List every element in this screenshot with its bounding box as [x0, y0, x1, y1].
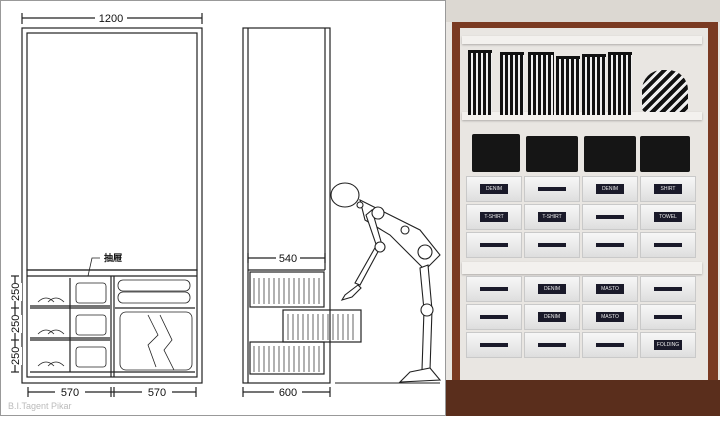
- striped-bag: [642, 70, 688, 112]
- drawer: MASTO: [582, 304, 638, 330]
- striped-bag: [468, 50, 492, 115]
- drawer: T-SHIRT: [524, 204, 580, 230]
- striped-bag: [500, 52, 524, 115]
- wardrobe-photo: DENIM DENIM SHIRT T-SHIRT T-SHIRT TOWEL DENIM…: [446, 0, 720, 416]
- drawer-label: [538, 187, 566, 191]
- drawer-height-2: 250: [10, 315, 22, 333]
- human-figure-icon: [330, 182, 442, 383]
- inner-depth-label: 540: [279, 253, 297, 265]
- drawer: DENIM: [524, 276, 580, 302]
- drawer-label: [654, 287, 682, 291]
- drawer-label: SHIRT: [654, 184, 682, 194]
- drawer-label: [480, 243, 508, 247]
- striped-bag: [608, 52, 632, 115]
- drawer-grid-lower: DENIM MASTO DENIM MASTO FOLDING: [466, 276, 696, 358]
- striped-bag: [582, 54, 606, 115]
- drawer: TOWEL: [640, 204, 696, 230]
- storage-bin: [472, 134, 520, 172]
- drawer-label: DENIM: [480, 184, 508, 194]
- drawer-label: MASTO: [596, 312, 624, 322]
- drawer-label: [480, 343, 508, 347]
- depth-label: 600: [279, 387, 297, 399]
- drawer-label: [538, 243, 566, 247]
- drawer-label: [654, 315, 682, 319]
- storage-bin: [526, 136, 578, 172]
- drawer-label: T-SHIRT: [538, 212, 566, 222]
- drawer-label: DENIM: [538, 312, 566, 322]
- shelf-1: [462, 112, 702, 120]
- drawer: [524, 332, 580, 358]
- width-dimension-label: 1200: [99, 13, 123, 25]
- drawer: [466, 304, 522, 330]
- wardrobe-diagram: 1200 抽屜 250 250 250 570 570 B.I.Tagent P…: [0, 0, 446, 416]
- drawer-label: FOLDING: [653, 340, 683, 350]
- storage-bin: [640, 136, 690, 172]
- drawer: [466, 276, 522, 302]
- bottom-width-left: 570: [61, 387, 79, 399]
- wardrobe-drawing: 1200 抽屜 250 250 250 570 570 B.I.Tagent P…: [0, 0, 446, 416]
- drawer: [524, 232, 580, 258]
- drawer-label: [538, 343, 566, 347]
- drawer-label: [654, 243, 682, 247]
- drawer: [640, 232, 696, 258]
- drawer: [640, 304, 696, 330]
- drawer-label: 抽屜: [104, 252, 122, 263]
- drawer-label: [480, 287, 508, 291]
- drawer: DENIM: [524, 304, 580, 330]
- frame-left: [452, 22, 460, 382]
- drawer: SHIRT: [640, 176, 696, 202]
- shelf-top: [462, 36, 702, 44]
- frame-right: [708, 22, 718, 382]
- drawer: DENIM: [466, 176, 522, 202]
- bottom-width-right: 570: [148, 387, 166, 399]
- drawer-grid-upper: DENIM DENIM SHIRT T-SHIRT T-SHIRT TOWEL: [466, 176, 696, 258]
- drawer: T-SHIRT: [466, 204, 522, 230]
- drawer-label: [480, 315, 508, 319]
- drawer: [582, 204, 638, 230]
- watermark: B.I.Tagent Pikar: [8, 401, 72, 411]
- drawer-label: MASTO: [596, 284, 624, 294]
- drawer-height-1: 250: [10, 283, 22, 301]
- drawer-label: DENIM: [596, 184, 624, 194]
- storage-bin: [584, 136, 636, 172]
- ceiling: [446, 0, 720, 22]
- drawer: [640, 276, 696, 302]
- drawer-label: DENIM: [538, 284, 566, 294]
- frame-top: [452, 22, 718, 28]
- drawer: DENIM: [582, 176, 638, 202]
- striped-bag: [556, 56, 580, 115]
- drawer: [582, 232, 638, 258]
- drawer-label: TOWEL: [654, 212, 682, 222]
- drawer: [466, 232, 522, 258]
- drawer-label: T-SHIRT: [480, 212, 508, 222]
- drawer-height-3: 250: [10, 347, 22, 365]
- drawer-label: [596, 243, 624, 247]
- shelf-2: [462, 262, 702, 274]
- drawer: [582, 332, 638, 358]
- drawer: MASTO: [582, 276, 638, 302]
- drawer-label: [596, 215, 624, 219]
- striped-bag: [528, 52, 554, 115]
- drawer: FOLDING: [640, 332, 696, 358]
- drawer-label: [596, 343, 624, 347]
- drawer: [466, 332, 522, 358]
- drawer: [524, 176, 580, 202]
- drawer-height-dimensions: 250 250 250: [8, 283, 22, 365]
- floor: [446, 380, 720, 416]
